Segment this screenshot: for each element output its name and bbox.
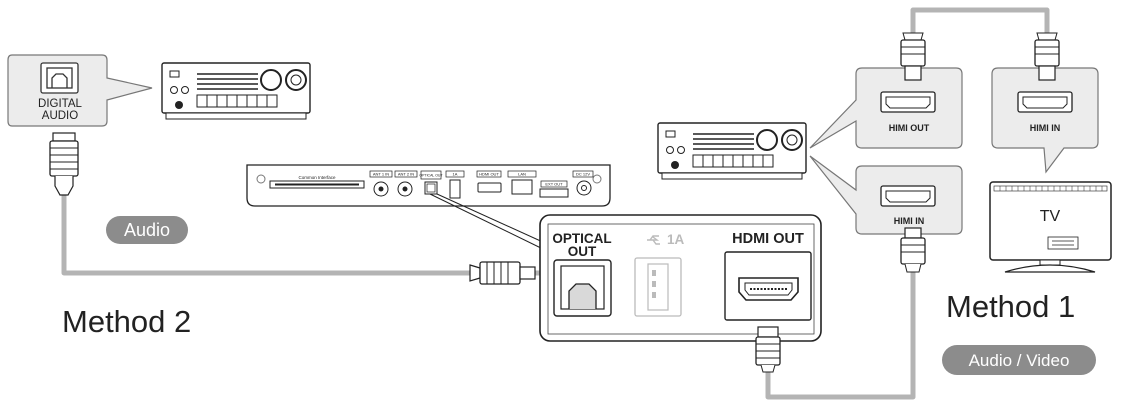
method1-label: Method 1 xyxy=(946,289,1075,324)
tv-label: TV xyxy=(1040,208,1061,225)
av-receiver-icon xyxy=(161,62,311,120)
hdmi-out-panel-label: HDMI OUT xyxy=(732,231,804,247)
optical-plug-horizontal-icon xyxy=(469,261,536,285)
player-usb-label: 1A xyxy=(453,172,458,177)
hdmi-cable-top xyxy=(910,7,1050,33)
hdmi-plug-top-right-icon xyxy=(1034,32,1060,81)
himi-out-label: HIMI OUT xyxy=(889,123,930,133)
hdmi-port-icon xyxy=(880,91,936,113)
himi-in-tv-label: HIMI IN xyxy=(1030,123,1061,133)
hdmi-plug-top-left-icon xyxy=(900,32,926,81)
hdmi-plug-receiver-icon xyxy=(900,227,926,273)
player-common-interface-label: Common Interface xyxy=(298,175,336,180)
usb-port-icon: 1A xyxy=(634,232,685,317)
zoom-lines xyxy=(429,193,557,251)
method2-label: Method 2 xyxy=(62,304,191,339)
himi-out-callout: HIMI OUT xyxy=(809,67,963,149)
optical-out-label-line1: OPTICAL xyxy=(552,231,611,246)
himi-in-receiver-label: HIMI IN xyxy=(894,216,925,226)
hdmi-plug-bottom-icon xyxy=(755,326,781,373)
player-dc-label: DC 12V xyxy=(576,172,590,177)
hdmi-cable-bottom xyxy=(765,258,916,400)
av-badge: Audio / Video xyxy=(942,345,1096,375)
player-ant2-label: ANT 2 IN xyxy=(398,172,414,177)
rear-panel-zoom: OPTICAL OUT 1A HDMI OUT xyxy=(539,214,822,342)
digital-audio-label-line1: DIGITAL xyxy=(38,98,82,110)
optical-out-label-line2: OUT xyxy=(568,244,597,259)
player-hdmi-label: HDMI OUT xyxy=(479,172,499,177)
optical-out-port-icon: OPTICAL OUT xyxy=(552,231,612,317)
player-ant1-label: ANT 1 IN xyxy=(373,172,389,177)
digital-audio-label-line2: AUDIO xyxy=(42,110,78,122)
tv-icon: TV xyxy=(989,181,1112,273)
player-ext-label: EXT OUT xyxy=(545,182,563,187)
player-lan-label: LAN xyxy=(518,172,526,177)
himi-in-receiver-callout: HIMI IN xyxy=(809,155,963,235)
hdmi-out-port-icon: HDMI OUT xyxy=(724,231,812,321)
player-optical-label: OPTICAL OUT xyxy=(419,174,443,178)
himi-in-tv-callout: HIMI IN xyxy=(991,67,1099,174)
optical-port-icon xyxy=(40,62,79,94)
audio-badge-label: Audio xyxy=(124,220,170,240)
optical-cable xyxy=(61,195,470,276)
usb-1a-label: 1A xyxy=(667,232,685,247)
cables xyxy=(61,7,1050,400)
hdmi-port-tv-icon xyxy=(1017,91,1073,113)
bluray-player-icon: Common Interface ANT 1 IN ANT 2 IN OPTIC… xyxy=(246,164,611,207)
av-receiver-right-icon xyxy=(657,122,807,180)
audio-badge: Audio xyxy=(106,216,188,244)
digital-audio-callout: DIGITAL AUDIO xyxy=(7,54,153,127)
hdmi-port-receiver-icon xyxy=(880,185,936,207)
optical-plug-icon xyxy=(49,132,79,196)
av-badge-label: Audio / Video xyxy=(969,351,1070,370)
